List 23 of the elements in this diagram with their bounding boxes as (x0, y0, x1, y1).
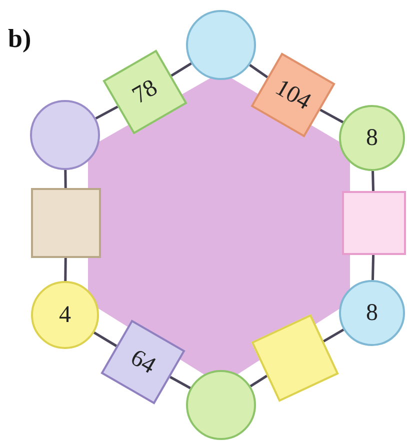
connector-line (371, 254, 375, 280)
connector-line (64, 170, 67, 188)
connector-line (170, 376, 191, 390)
number: 78 (128, 74, 162, 110)
number-circle (186, 10, 256, 80)
connector-line (95, 106, 118, 120)
connector-line (250, 374, 268, 388)
number: 104 (270, 74, 316, 116)
number-circle (186, 370, 256, 440)
number: 4 (59, 302, 71, 328)
number: 8 (366, 300, 378, 326)
connector-line (170, 62, 192, 77)
connector-line (372, 170, 374, 192)
number-square (342, 191, 406, 255)
connector-line (322, 328, 344, 342)
connector-line (320, 108, 344, 124)
number: 8 (366, 124, 378, 152)
connector-line (93, 331, 118, 348)
connector-line (249, 64, 268, 78)
connector-line (64, 258, 67, 282)
number-square (31, 188, 101, 258)
part-label: b) (8, 24, 32, 54)
number: 64 (126, 344, 160, 380)
